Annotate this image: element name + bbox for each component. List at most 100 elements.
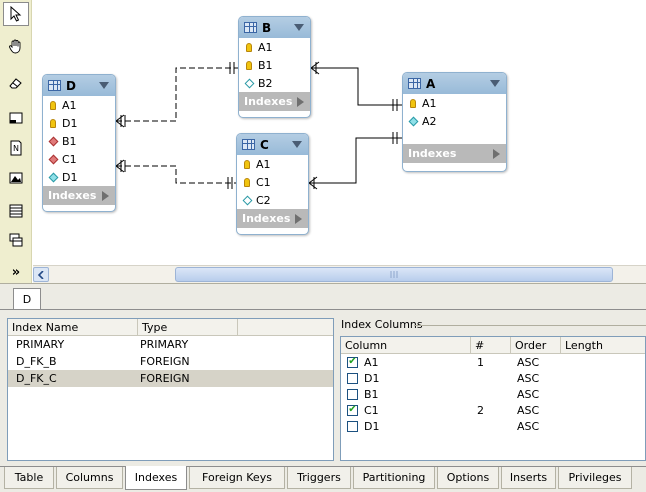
checkbox-unchecked[interactable] xyxy=(347,372,358,384)
entity-d-column[interactable]: C1 xyxy=(43,150,115,168)
expand-arrow-icon[interactable] xyxy=(102,190,109,201)
entity-d-indexes[interactable]: Indexes xyxy=(43,186,115,205)
entity-a[interactable]: A A1 A2 Indexes xyxy=(402,72,507,172)
entity-c[interactable]: C A1 C1 C2 Indexes xyxy=(236,133,309,235)
entity-d[interactable]: D A1 D1 B1 C1 D1 Indexes xyxy=(42,74,116,212)
white-diamond-icon xyxy=(242,195,252,205)
pointer-icon[interactable] xyxy=(3,2,29,26)
caret-down-icon[interactable] xyxy=(490,80,500,87)
tab-columns[interactable]: Columns xyxy=(56,467,123,489)
tab-options[interactable]: Options xyxy=(437,467,499,489)
table-icon[interactable] xyxy=(3,199,29,223)
index-list[interactable]: Index Name Type PRIMARY PRIMARY D_FK_B F… xyxy=(7,318,334,461)
tab-indexes[interactable]: Indexes xyxy=(125,466,187,490)
entity-b-column[interactable]: B1 xyxy=(239,56,310,74)
column-header-type[interactable]: Type xyxy=(138,319,238,335)
caret-down-icon[interactable] xyxy=(99,82,109,89)
column-header-length[interactable]: Length xyxy=(565,338,603,352)
index-column-row[interactable]: ✔C1 2 ASC xyxy=(347,403,540,417)
table-icon xyxy=(242,139,255,150)
tab-object-d[interactable]: D xyxy=(13,288,41,310)
scroll-left-button[interactable] xyxy=(33,267,49,282)
index-column-row[interactable]: D1 ASC xyxy=(341,370,645,386)
expand-arrow-icon[interactable] xyxy=(297,96,304,107)
entity-b-name: B xyxy=(262,20,272,35)
table-editor-panel: D Index Name Type PRIMARY PRIMARY D_FK_B… xyxy=(0,283,646,492)
entity-a-header[interactable]: A xyxy=(403,73,506,94)
tab-triggers[interactable]: Triggers xyxy=(287,467,351,489)
entity-b-column[interactable]: B2 xyxy=(239,74,310,92)
entity-c-column[interactable]: C2 xyxy=(237,191,308,209)
entity-a-spacer xyxy=(403,130,506,144)
hand-icon[interactable] xyxy=(3,34,29,58)
cyan-diamond-icon xyxy=(48,172,58,182)
checkbox-checked[interactable]: ✔ xyxy=(347,356,358,368)
index-row[interactable]: PRIMARY PRIMARY xyxy=(16,338,189,351)
tab-partitioning[interactable]: Partitioning xyxy=(353,467,435,489)
checkbox-checked[interactable]: ✔ xyxy=(347,404,358,416)
tool-palette: N » xyxy=(0,0,32,283)
entity-a-column[interactable]: A1 xyxy=(403,94,506,112)
table-icon xyxy=(244,22,257,33)
entity-d-column[interactable]: A1 xyxy=(43,96,115,114)
entity-c-column[interactable]: C1 xyxy=(237,173,308,191)
tab-table[interactable]: Table xyxy=(4,467,54,489)
entity-c-header[interactable]: C xyxy=(237,134,308,155)
svg-text:N: N xyxy=(13,144,19,153)
key-icon xyxy=(408,98,418,108)
relation-c-a[interactable] xyxy=(308,132,402,190)
caret-down-icon[interactable] xyxy=(294,24,304,31)
entity-b-header[interactable]: B xyxy=(239,17,310,38)
white-diamond-icon xyxy=(244,78,254,88)
entity-b-indexes[interactable]: Indexes xyxy=(239,92,310,111)
indexes-content: Index Name Type PRIMARY PRIMARY D_FK_B F… xyxy=(0,310,646,466)
relation-d-b[interactable] xyxy=(115,62,238,128)
image-icon[interactable] xyxy=(3,166,29,190)
caret-down-icon[interactable] xyxy=(292,141,302,148)
entity-d-header[interactable]: D xyxy=(43,75,115,96)
entity-c-indexes[interactable]: Indexes xyxy=(237,209,308,228)
index-column-row[interactable]: ✔A1 1 ASC xyxy=(347,355,540,369)
index-column-row[interactable]: D1 ASC xyxy=(341,418,645,434)
tab-privileges[interactable]: Privileges xyxy=(558,467,632,489)
table-icon xyxy=(408,78,421,89)
entity-a-indexes[interactable]: Indexes xyxy=(403,144,506,163)
key-icon xyxy=(244,42,254,52)
tab-foreign-keys[interactable]: Foreign Keys xyxy=(189,467,285,489)
key-icon xyxy=(48,100,58,110)
column-header-number[interactable]: # xyxy=(471,337,511,353)
entity-d-column[interactable]: D1 xyxy=(43,114,115,132)
column-header-column[interactable]: Column xyxy=(341,337,471,353)
column-header-index-name[interactable]: Index Name xyxy=(8,319,138,335)
grip-icon xyxy=(390,271,398,278)
entity-d-column[interactable]: D1 xyxy=(43,168,115,186)
tab-inserts[interactable]: Inserts xyxy=(501,467,556,489)
checkbox-unchecked[interactable] xyxy=(347,420,358,432)
entity-b-column[interactable]: A1 xyxy=(239,38,310,56)
index-columns-header: Column # Order Length xyxy=(341,337,645,354)
index-list-header: Index Name Type xyxy=(8,319,333,336)
entity-c-column[interactable]: A1 xyxy=(237,155,308,173)
entity-b[interactable]: B A1 B1 B2 Indexes xyxy=(238,16,311,118)
index-columns-grid[interactable]: Column # Order Length ✔A1 1 ASC D1 ASC xyxy=(340,336,646,461)
index-column-row[interactable]: B1 ASC xyxy=(341,386,645,402)
index-row[interactable]: D_FK_B FOREIGN xyxy=(16,355,190,368)
more-icon[interactable]: » xyxy=(11,264,21,280)
expand-arrow-icon[interactable] xyxy=(493,148,500,159)
scroll-thumb[interactable] xyxy=(175,267,613,282)
diagram-canvas[interactable]: D A1 D1 B1 C1 D1 Indexes B A1 B1 B2 Inde… xyxy=(33,0,646,265)
entity-a-column[interactable]: A2 xyxy=(403,112,506,130)
column-header-order[interactable]: Order xyxy=(511,337,561,353)
view-icon[interactable] xyxy=(3,228,29,252)
horizontal-scrollbar[interactable] xyxy=(33,265,646,283)
expand-arrow-icon[interactable] xyxy=(295,213,302,224)
relation-d-c[interactable] xyxy=(115,159,236,189)
entity-d-column[interactable]: B1 xyxy=(43,132,115,150)
checkbox-unchecked[interactable] xyxy=(347,388,358,400)
cyan-diamond-icon xyxy=(408,116,418,126)
relation-b-a[interactable] xyxy=(310,61,402,111)
layer-icon[interactable] xyxy=(3,106,29,130)
index-row-selected[interactable]: D_FK_C FOREIGN xyxy=(8,370,333,387)
note-icon[interactable]: N xyxy=(3,136,29,160)
eraser-icon[interactable] xyxy=(3,71,29,95)
